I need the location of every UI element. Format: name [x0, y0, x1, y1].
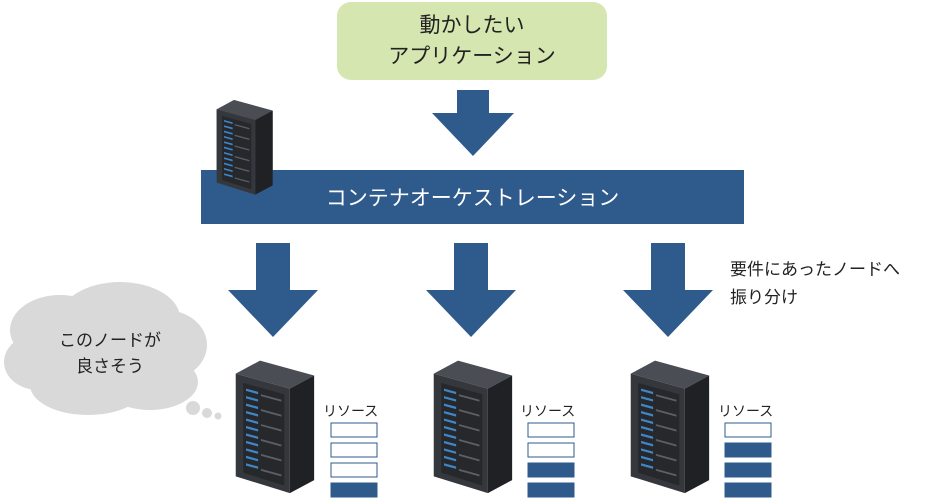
resource-label: リソース [520, 404, 576, 420]
server-rack-icon [630, 360, 710, 494]
resource-slot-free [527, 422, 575, 438]
resource-slot-used [527, 462, 575, 478]
arrow-down-icon [623, 243, 713, 337]
server-rack-icon [235, 360, 315, 494]
resource-label: リソース [323, 404, 379, 420]
orchestration-label: コンテナオーケストレーション [325, 186, 620, 210]
resource-slot-used [724, 462, 772, 478]
arrow-down-icon [426, 243, 516, 337]
thought-bubble-text: このノードが 良さそう [18, 328, 202, 380]
orchestration-bar: コンテナオーケストレーション [201, 170, 744, 224]
resource-slot-free [724, 422, 772, 438]
application-label-line1: 動かしたい [419, 13, 525, 37]
scheduling-note-line2: 振り分け [730, 288, 798, 308]
thought-bubble-icon [4, 282, 222, 420]
resource-slot-free [330, 462, 378, 478]
application-label-line2: アプリケーション [388, 44, 556, 68]
thought-bubble-line1: このノードが [59, 331, 161, 351]
application-box: 動かしたい アプリケーション [337, 2, 607, 80]
arrow-down-icon [228, 243, 318, 337]
resource-label: リソース [718, 404, 774, 420]
server-rack-icon [433, 360, 513, 494]
resource-slot-used [527, 482, 575, 498]
scheduling-note-line1: 要件にあったノードへ [730, 260, 900, 280]
arrow-down-icon [432, 90, 514, 156]
resource-slot-free [330, 422, 378, 438]
scheduling-note: 要件にあったノードへ 振り分け [730, 256, 900, 312]
resource-slot-free [330, 442, 378, 458]
resource-slot-used [330, 482, 378, 498]
resource-slot-free [527, 442, 575, 458]
resource-slot-used [724, 442, 772, 458]
resource-slot-used [724, 482, 772, 498]
thought-bubble-line2: 良さそう [76, 357, 144, 377]
resource-slots [330, 422, 772, 498]
